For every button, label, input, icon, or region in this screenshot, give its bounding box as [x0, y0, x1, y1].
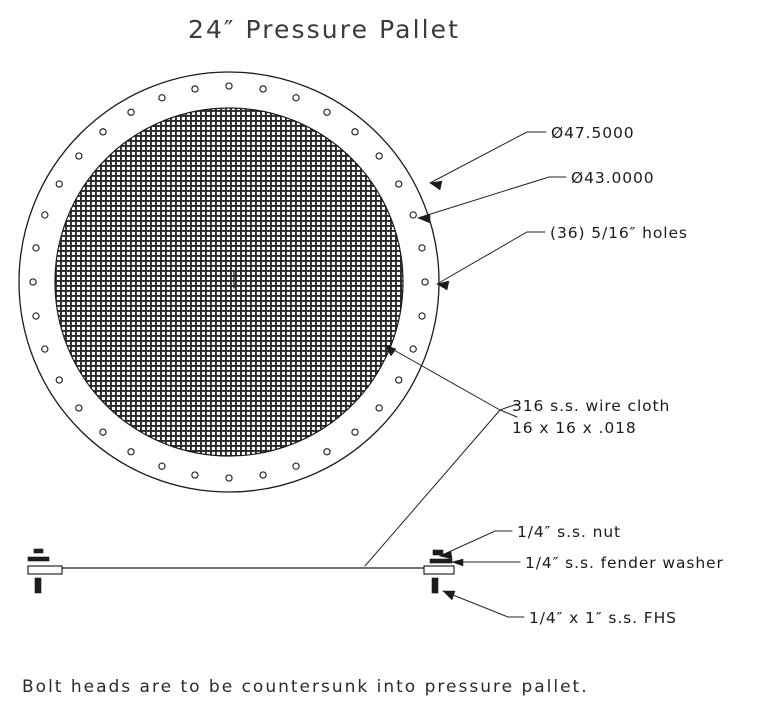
footer-note: Bolt heads are to be countersunk into pr…	[22, 677, 589, 697]
leader-wire-cloth-to-section	[364, 409, 501, 567]
bolt-hole	[75, 152, 83, 160]
callout-bolt-holes: (36) 5/16″ holes	[550, 224, 688, 242]
washer-right	[429, 558, 453, 564]
wire-cloth-circle	[54, 107, 404, 457]
bolt-hole	[127, 108, 135, 116]
bolt-hole	[421, 278, 429, 286]
plan-view	[18, 71, 440, 493]
plate-section-left	[27, 565, 63, 575]
leader-outer-diameter	[429, 131, 547, 184]
bolt-hole	[409, 345, 417, 353]
bolt-hole	[259, 471, 267, 479]
callout-screw: 1/4″ x 1″ s.s. FHS	[529, 609, 677, 627]
wire-cloth-mesh	[55, 108, 403, 456]
washer-left	[27, 556, 50, 562]
bolt-hole	[191, 471, 199, 479]
bolt-hole	[409, 211, 417, 219]
bolt-hole	[323, 108, 331, 116]
leader-lines-section	[439, 530, 525, 618]
leader-screw	[442, 590, 525, 618]
screw-shank-right	[431, 577, 439, 594]
bolt-hole	[191, 85, 199, 93]
bolt-hole	[395, 376, 403, 384]
bolt-hole	[375, 404, 383, 412]
leader-bolt-holes	[436, 231, 546, 285]
bolt-hole	[259, 85, 267, 93]
arrowhead-mesh-diameter	[417, 213, 431, 224]
section-view	[27, 548, 455, 594]
callout-outer-diameter: Ø47.5000	[551, 124, 635, 142]
leader-lines-plan	[364, 131, 567, 567]
callout-mesh-diameter: Ø43.0000	[571, 169, 655, 187]
fastener-assembly-right	[423, 549, 455, 594]
callout-wire-cloth-line1: 316 s.s. wire cloth	[512, 397, 670, 415]
bolt-hole	[225, 82, 233, 90]
arrowhead-washer	[451, 558, 464, 567]
callout-wire-cloth-line2: 16 x 16 x .018	[512, 419, 637, 437]
bolt-hole	[225, 474, 233, 482]
bolt-hole	[418, 312, 426, 320]
bolt-hole	[41, 211, 49, 219]
bolt-hole	[55, 180, 63, 188]
arrowhead-screw	[442, 590, 456, 601]
bolt-hole	[395, 180, 403, 188]
bolt-hole	[75, 404, 83, 412]
leader-mesh-diameter	[417, 176, 567, 219]
drawing-title: 24″ Pressure Pallet	[188, 15, 460, 44]
bolt-hole	[418, 244, 426, 252]
bolt-hole-ring	[29, 82, 429, 482]
bolt-hole	[351, 128, 359, 136]
plate-section-right	[423, 565, 455, 575]
nut-left	[33, 548, 44, 554]
bolt-hole	[32, 312, 40, 320]
bolt-hole	[292, 94, 300, 102]
bolt-hole	[292, 462, 300, 470]
arrowhead-bolt-holes	[436, 280, 450, 291]
bolt-hole	[32, 244, 40, 252]
bolt-hole	[351, 428, 359, 436]
arrowhead-outer-diameter	[429, 180, 443, 191]
bolt-hole	[29, 278, 37, 286]
arrowhead-wire-cloth	[384, 344, 397, 357]
bolt-hole	[158, 462, 166, 470]
bolt-hole	[99, 428, 107, 436]
fastener-assembly-left	[27, 548, 63, 594]
screw-shank-left	[34, 577, 42, 594]
bolt-hole	[375, 152, 383, 160]
callout-nut: 1/4″ s.s. nut	[517, 523, 621, 541]
leader-nut	[439, 530, 513, 557]
bolt-hole	[41, 345, 49, 353]
callout-washer: 1/4″ s.s. fender washer	[525, 554, 724, 572]
bolt-hole	[127, 448, 135, 456]
nut-right	[432, 549, 444, 556]
leader-wire-cloth-tick	[499, 409, 518, 418]
arrowhead-nut	[439, 550, 453, 560]
bolt-hole	[55, 376, 63, 384]
bolt-hole	[158, 94, 166, 102]
bolt-hole	[323, 448, 331, 456]
bolt-hole	[99, 128, 107, 136]
